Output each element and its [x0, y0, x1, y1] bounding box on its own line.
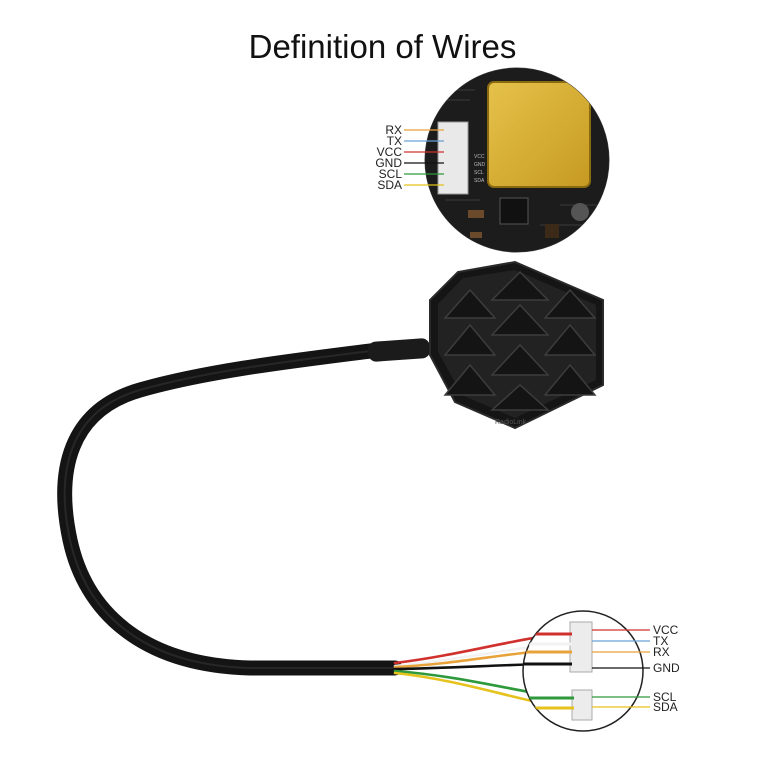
pcb-label-vcc: VCC [377, 145, 403, 159]
cable-boot [367, 338, 431, 362]
gold-shield [487, 81, 591, 188]
pcb-label-sda: SDA [377, 178, 402, 192]
pcb-leader-lines [404, 129, 444, 186]
connector-closeup [522, 610, 644, 732]
connector-label-sda: SDA [653, 700, 678, 714]
pcb-label-gnd: GND [375, 156, 402, 170]
svg-text:VCC: VCC [474, 154, 485, 160]
connector-label-vcc: VCC [653, 623, 679, 637]
module-brand-text: RadioLink [495, 419, 527, 426]
connector-label-rx: RX [653, 645, 670, 659]
pcb-label-tx: TX [387, 134, 402, 148]
connector-label-tx: TX [653, 634, 668, 648]
page-title: Definition of Wires [248, 28, 517, 65]
pcb-closeup: VCC GND SCL SDA [424, 67, 610, 253]
pcb-label-rx: RX [385, 123, 402, 137]
pcb-label-scl: SCL [379, 167, 403, 181]
connector-label-gnd: GND [653, 661, 680, 675]
svg-text:SDA: SDA [474, 178, 485, 184]
pcb-connector [437, 121, 469, 195]
connector-label-scl: SCL [653, 690, 677, 704]
gps-module: RadioLink [429, 260, 604, 430]
svg-text:SCL: SCL [474, 170, 484, 176]
svg-text:GND: GND [474, 162, 486, 168]
connector-leader-lines [592, 629, 650, 708]
